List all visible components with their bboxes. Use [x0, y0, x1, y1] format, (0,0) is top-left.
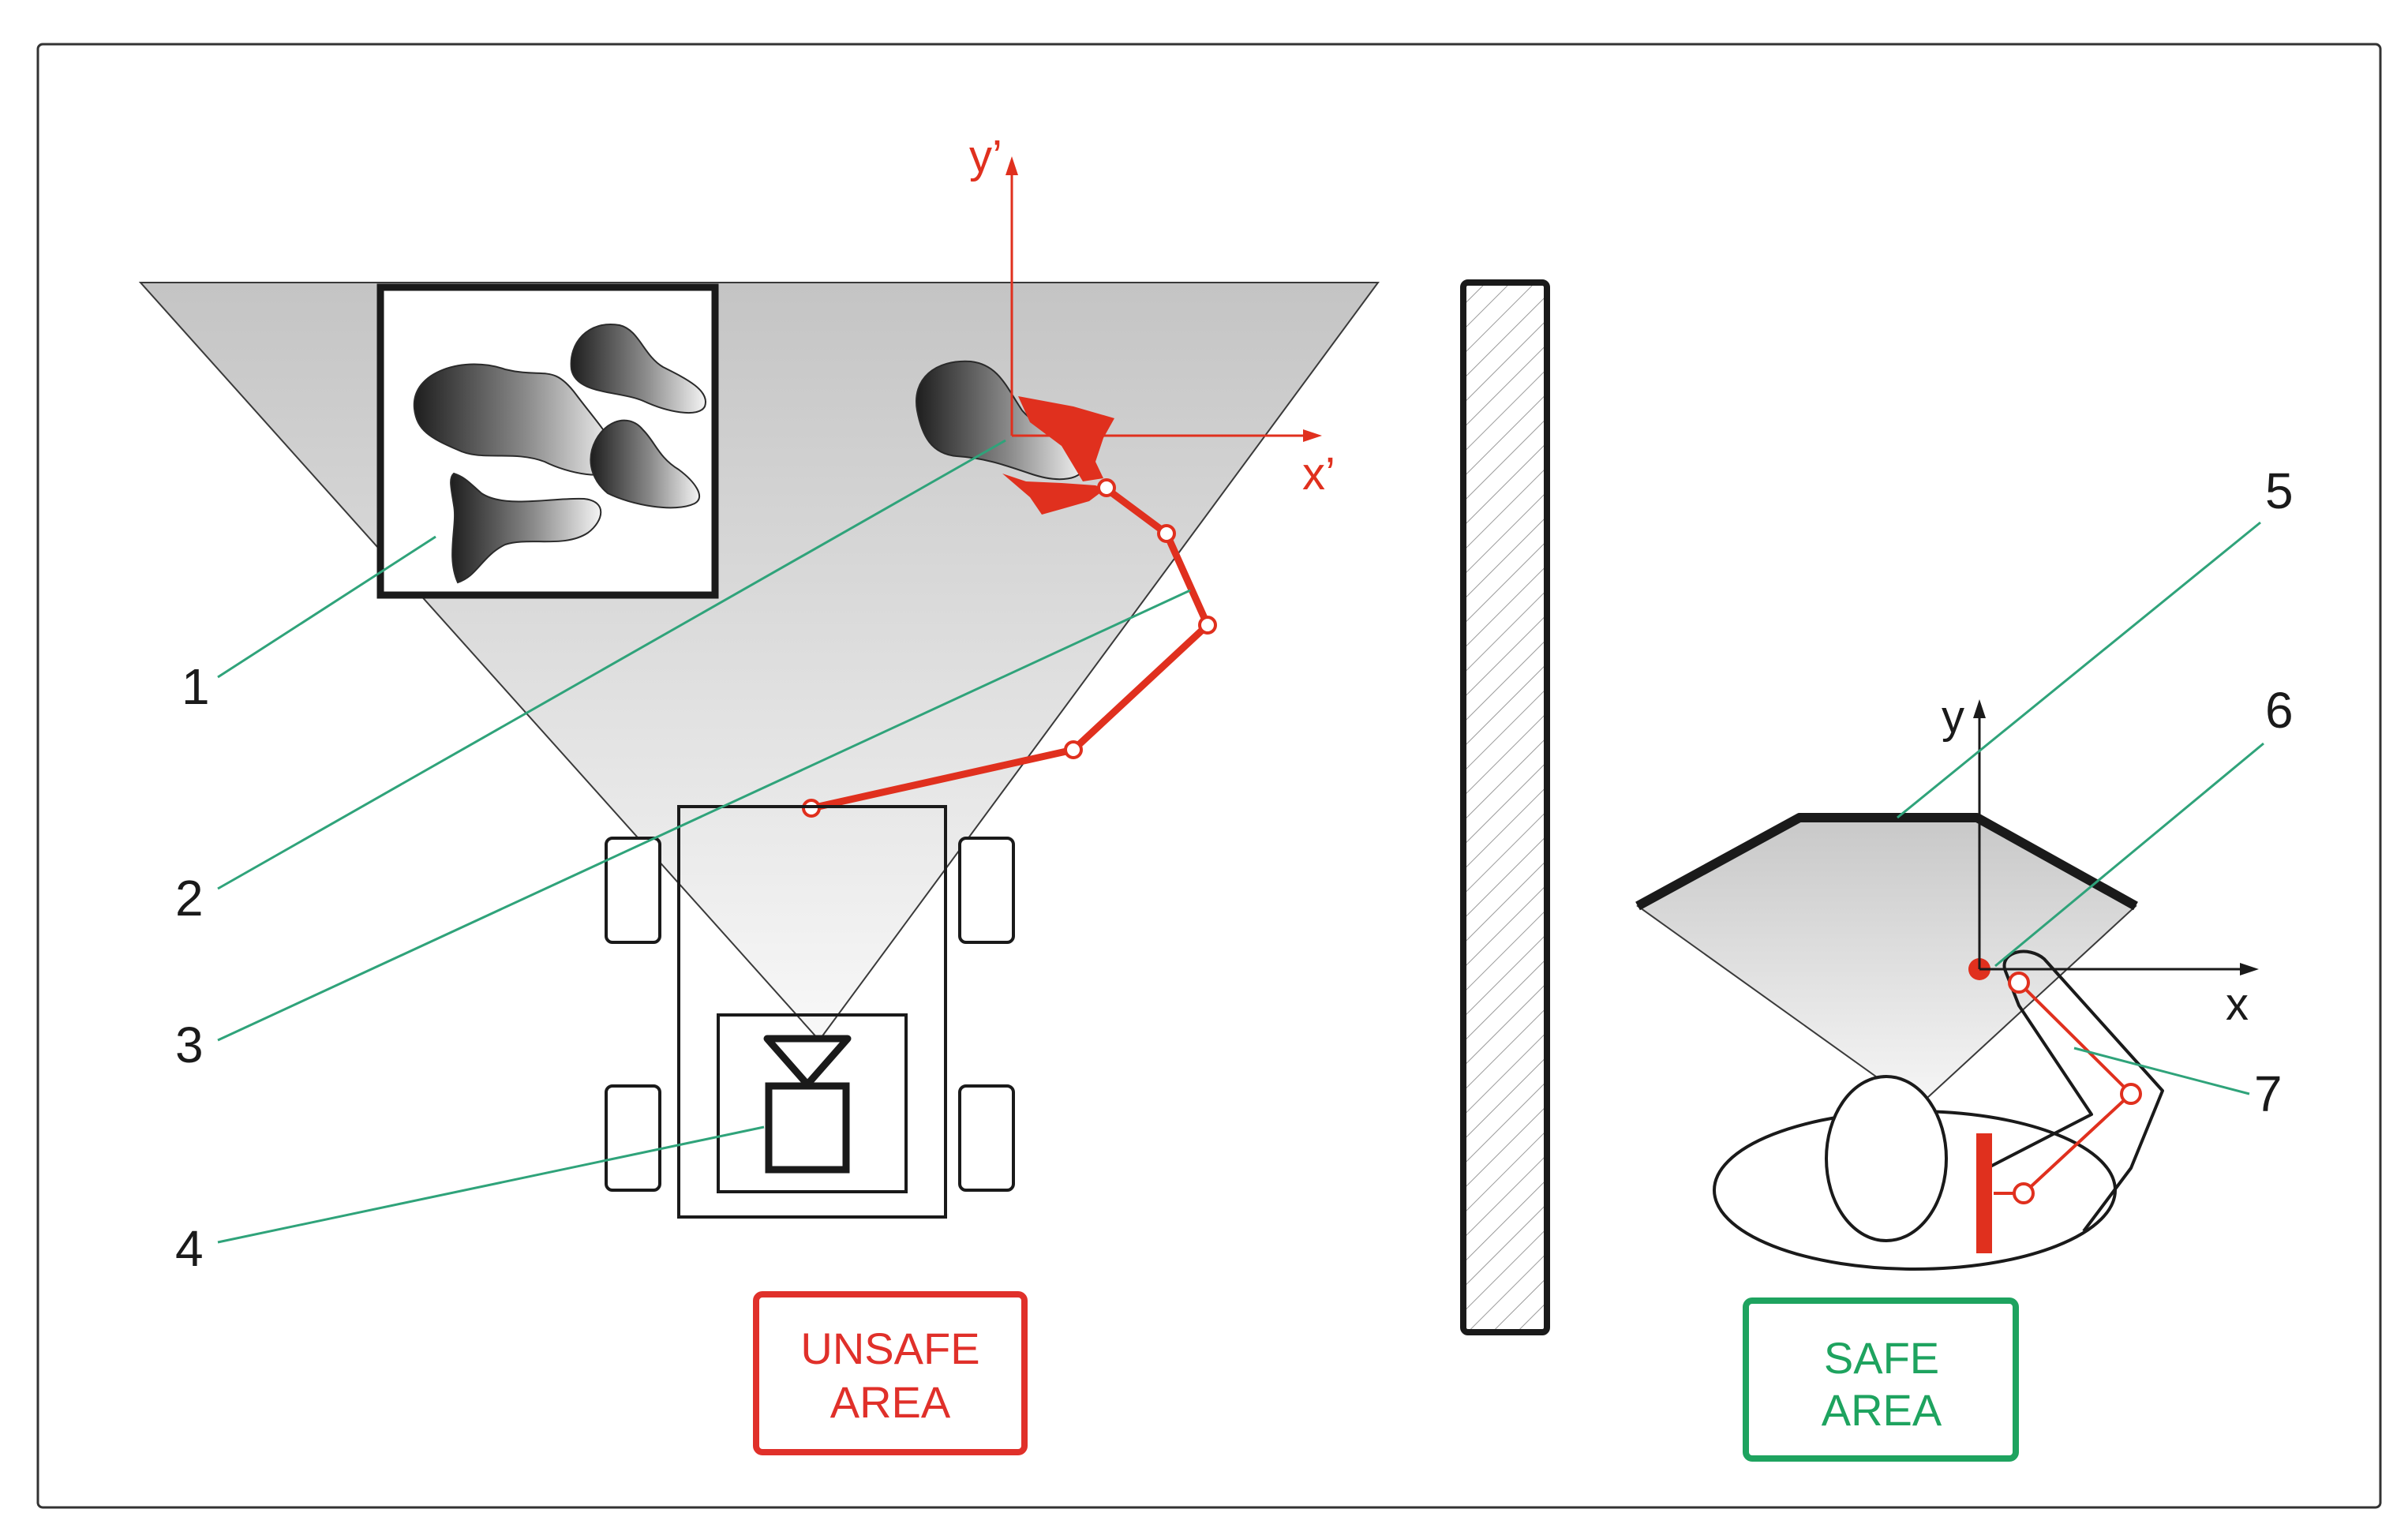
camera-mount-plate — [717, 1013, 908, 1193]
camera-body — [765, 1082, 850, 1174]
master-joint-base — [2013, 1182, 2035, 1204]
gripper-jaw-bottom — [1002, 474, 1105, 515]
leader-line-7 — [2073, 1047, 2250, 1095]
safe-area-box — [1743, 1297, 2019, 1462]
leader-line-4 — [217, 1125, 765, 1244]
rock-inset-2 — [570, 323, 707, 414]
arm-joint-wrist — [1097, 478, 1116, 497]
separating-wall — [1460, 279, 1550, 1335]
axis-y-prime-arrow — [1006, 156, 1018, 175]
axis-y-label: y — [1942, 691, 1964, 743]
callout-2: 2 — [175, 870, 204, 927]
camera-lens — [763, 1035, 852, 1088]
unsafe-area-label-line1: UNSAFE — [800, 1324, 979, 1373]
rover-wheel-rear-right — [958, 1084, 1015, 1192]
leader-line-3 — [217, 589, 1191, 1042]
safe-area-label-line2: AREA — [1822, 1385, 1942, 1435]
rover-wheel-front-left — [605, 837, 661, 944]
axis-y-prime-label: y’ — [969, 131, 1002, 182]
axis-x-arrow — [2240, 963, 2259, 975]
unsafe-area-box — [753, 1291, 1028, 1455]
rover-wheel-rear-left — [605, 1084, 661, 1192]
figure-frame — [36, 43, 2382, 1509]
arm-joint-3 — [1198, 616, 1217, 635]
axis-x-prime-label: x’ — [1302, 448, 1335, 500]
arm-joint-4 — [1157, 524, 1176, 543]
callout-7: 7 — [2254, 1065, 2283, 1122]
rover-wheel-front-right — [958, 837, 1015, 944]
axis-x-prime-arrow — [1303, 429, 1322, 442]
arm-joint-2 — [1064, 740, 1083, 759]
callout-1: 1 — [182, 658, 210, 715]
operator-head — [1825, 1075, 1948, 1242]
unsafe-area-label-line2: AREA — [830, 1377, 951, 1427]
leader-line-6 — [1994, 742, 2264, 968]
master-joint-wrist — [2008, 972, 2030, 994]
callout-3: 3 — [175, 1017, 204, 1073]
safe-area-label-line1: SAFE — [1824, 1333, 1939, 1383]
leader-line-1 — [217, 535, 436, 679]
leader-line-5 — [1897, 521, 2261, 819]
callout-5: 5 — [2265, 462, 2294, 519]
display-screen — [1635, 813, 2138, 911]
callout-4: 4 — [175, 1220, 204, 1277]
axis-x-label: x — [2226, 979, 2249, 1030]
leader-line-2 — [217, 439, 1006, 890]
gripper-jaw-top — [1018, 396, 1114, 481]
master-device-base — [1976, 1133, 1992, 1253]
callout-6: 6 — [2265, 682, 2294, 739]
axis-y-arrow — [1973, 699, 1986, 718]
rock-inset-3 — [590, 419, 700, 509]
rover-body — [677, 805, 947, 1219]
rock-inset-4 — [450, 472, 602, 584]
master-joint-elbow — [2120, 1083, 2142, 1105]
